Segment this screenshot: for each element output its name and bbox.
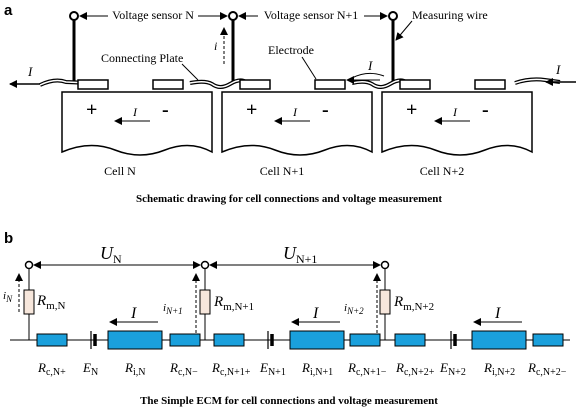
terminal-n1-minus	[314, 79, 346, 90]
electrode-pointer	[301, 56, 317, 80]
en-label: EN	[82, 360, 98, 378]
rc-n1-minus-label: Rc,N+1−	[347, 360, 387, 378]
voltage-sensor-n-label: Voltage sensor N	[112, 8, 194, 22]
measuring-wire-label: Measuring wire	[412, 8, 488, 22]
sensor-terminal-n	[69, 11, 79, 21]
cell-n1-current-label: I	[292, 105, 298, 119]
ri-n1-label: Ri,N+1	[301, 360, 333, 378]
current-in2-label: iN+2	[344, 302, 364, 316]
cell-n1-label: Cell N+1	[260, 164, 304, 178]
ecm-terminal-n1	[200, 260, 210, 270]
sensor-terminal-n2	[388, 11, 398, 21]
en2-label: EN+2	[439, 360, 466, 378]
rc-n2-minus-label: Rc,N+2−	[527, 360, 567, 378]
cell-n2-body	[381, 91, 533, 156]
connecting-plate-pointer	[181, 63, 199, 81]
ecm-terminal-n	[24, 260, 34, 270]
resistor-rm-n2	[379, 289, 391, 315]
electrode-label: Electrode	[268, 43, 314, 57]
panel-a-caption: Schematic drawing for cell connections a…	[136, 193, 442, 205]
cell-n-current-label: I	[132, 105, 138, 119]
cell-n1-minus: -	[322, 99, 329, 121]
panel-b-caption: The Simple ECM for cell connections and …	[140, 395, 438, 407]
rc-n1-plus-label: Rc,N+1+	[211, 360, 251, 378]
rc-n2-plus-label: Rc,N+2+	[395, 360, 435, 378]
cell-n-body	[61, 91, 213, 156]
resistor-ri-n	[107, 330, 163, 350]
ecm-current-n1-label: I	[312, 305, 319, 322]
resistor-ri-n2	[471, 330, 527, 350]
terminal-n1-plus	[239, 79, 271, 90]
cell-n-plus: +	[86, 99, 97, 121]
resistor-rm-n	[23, 289, 35, 315]
current-in-label: iN	[3, 290, 13, 304]
panel-a-label: a	[4, 2, 13, 19]
connecting-plate-label: Connecting Plate	[101, 51, 183, 65]
cell-n1-plus: +	[246, 99, 257, 121]
current-out-label: I	[27, 64, 33, 79]
ri-n-label: Ri,N	[124, 360, 145, 378]
rc-n-plus-label: Rc,N+	[37, 360, 66, 378]
resistor-rc-n2-minus	[532, 333, 564, 347]
rm-n1-label: Rm,N+1	[213, 294, 254, 313]
voltage-un1-label: UN+1	[283, 243, 317, 266]
cell-n2-minus: -	[482, 99, 489, 121]
panel-b-label: b	[4, 230, 13, 247]
resistor-rc-n-minus	[169, 333, 201, 347]
terminal-n2-minus	[474, 79, 506, 90]
en1-label: EN+1	[259, 360, 286, 378]
current-i-label: i	[214, 39, 217, 53]
voltage-sensor-n1-label: Voltage sensor N+1	[264, 8, 359, 22]
resistor-rc-n-plus	[36, 333, 68, 347]
resistor-rc-n1-plus	[213, 333, 245, 347]
voltage-un-label: UN	[100, 243, 122, 266]
electrode-current-label: I	[367, 58, 373, 73]
ri-n2-label: Ri,N+2	[483, 360, 515, 378]
rc-n-minus-label: Rc,N−	[169, 360, 198, 378]
resistor-rc-n2-plus	[394, 333, 426, 347]
cell-n2-current-label: I	[452, 105, 458, 119]
ecm-current-n2-label: I	[494, 305, 501, 322]
measuring-wire-pointer	[395, 20, 413, 41]
rm-n-label: Rm,N	[36, 293, 65, 312]
terminal-n-minus	[152, 79, 184, 90]
current-in1-label: iN+1	[163, 302, 183, 316]
resistor-ri-n1	[289, 330, 345, 350]
rm-n2-label: Rm,N+2	[393, 294, 434, 313]
resistor-rc-n1-minus	[349, 333, 381, 347]
cell-n1-body	[221, 91, 373, 156]
ecm-terminal-n2	[380, 260, 390, 270]
cell-n2-label: Cell N+2	[420, 164, 464, 178]
electrode-current-arc	[351, 72, 385, 79]
terminal-n-plus	[77, 79, 109, 90]
sensor-terminal-n1	[228, 11, 238, 21]
ecm-current-n-label: I	[130, 305, 137, 322]
cell-n-label: Cell N	[104, 164, 136, 178]
cell-n2-plus: +	[406, 99, 417, 121]
resistor-rm-n1	[199, 289, 211, 315]
terminal-n2-plus	[399, 79, 431, 90]
cell-n-minus: -	[162, 99, 169, 121]
current-in-label: I	[555, 62, 561, 77]
